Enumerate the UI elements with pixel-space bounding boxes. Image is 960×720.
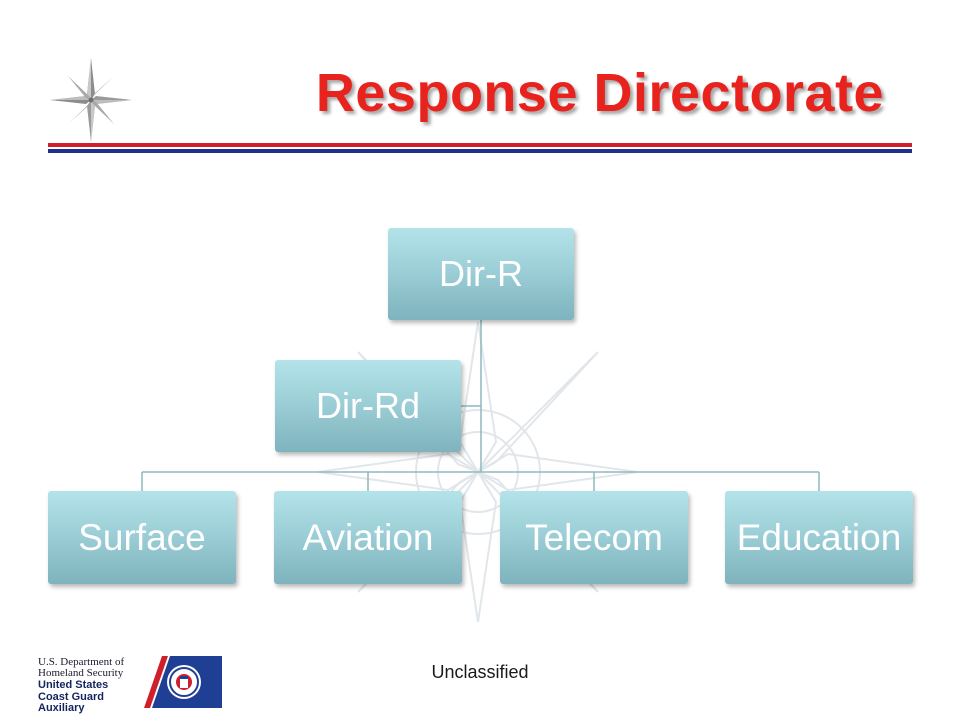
org-node-dir-r: Dir-R	[388, 228, 574, 320]
title-rule-red	[48, 143, 912, 147]
org-node-dir-rd: Dir-Rd	[275, 360, 461, 452]
slide-title: Response Directorate	[315, 63, 885, 123]
org-node-aviation: Aviation	[274, 491, 462, 584]
classification-label: Unclassified	[431, 662, 529, 682]
title-rule-blue	[48, 149, 912, 153]
org-node-surface: Surface	[48, 491, 236, 584]
coast-guard-emblem-icon	[144, 656, 222, 708]
agency-line-3: United States	[38, 679, 109, 691]
agency-line-1: U.S. Department of	[38, 656, 125, 668]
agency-line-5: Auxiliary	[38, 702, 85, 714]
agency-logo-block: U.S. Department of Homeland Security Uni…	[38, 656, 228, 714]
agency-line-2: Homeland Security	[38, 667, 124, 679]
org-node-telecom: Telecom	[500, 491, 688, 584]
compass-rose-icon	[50, 58, 132, 142]
agency-line-4: Coast Guard	[38, 691, 105, 703]
org-node-education: Education	[725, 491, 913, 584]
